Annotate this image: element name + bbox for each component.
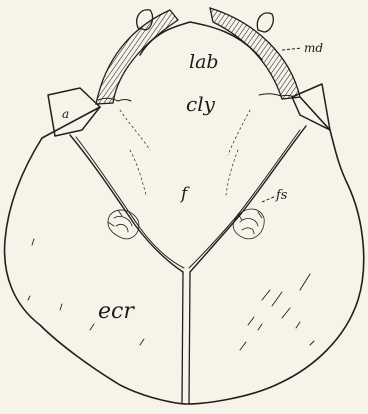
frons-label: f — [179, 184, 190, 204]
epicranial-suture-right — [189, 272, 190, 404]
clypeus-label: cly — [186, 92, 216, 116]
clypeus-shading-left — [120, 110, 150, 195]
epicranial-suture — [182, 272, 183, 404]
clypeus-shading-right — [226, 110, 250, 195]
frontal-suture-label: fs — [275, 188, 288, 203]
palp-right — [257, 13, 273, 32]
frontal-suture-leader — [262, 196, 276, 202]
antenna-base-label: a — [62, 107, 69, 121]
head-capsule-outline — [5, 97, 364, 404]
labrum-label: lab — [189, 51, 219, 73]
epicranium-label: ecr — [98, 299, 135, 324]
mandible-label: md — [304, 41, 323, 55]
frontal-suture-inner-left — [76, 137, 184, 268]
mandible-right — [210, 8, 300, 99]
frontal-suture-right — [190, 126, 306, 272]
frontal-pit-right — [233, 209, 264, 239]
frontal-suture-left — [70, 135, 183, 272]
epicranium-texture — [28, 239, 314, 350]
mandible-leader — [282, 48, 302, 50]
